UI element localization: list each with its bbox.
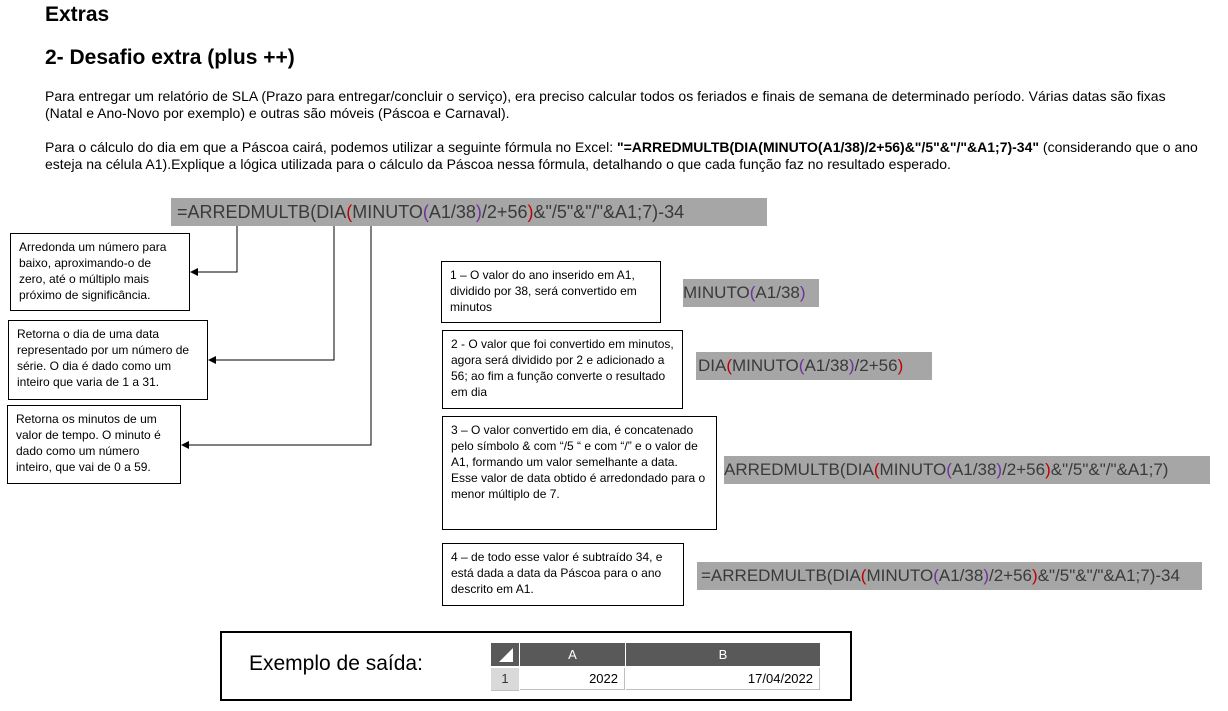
step-2-formula: DIA(MINUTO(A1/38)/2+56) [696,352,932,380]
step-4-box: 4 – de todo esse valor é subtraído 34, e… [442,543,684,606]
arred-description-box: Arredonda um número para baixo, aproxima… [10,233,190,311]
corner-triangle-icon [499,648,513,662]
cell-a1[interactable]: 2022 [520,668,625,690]
formula-arg: A1/38 [951,460,997,479]
formula-paren: ) [848,356,855,375]
step-4-formula: =ARREDMULTB(DIA(MINUTO(A1/38)/2+56)&"/5"… [697,562,1202,590]
formula-paren: ) [897,356,904,375]
formula-concat: &"/5"&"/"&A1;7) [1050,460,1169,479]
formula-paren: ) [527,202,534,222]
formula-paren: ( [749,283,756,302]
select-all-corner[interactable] [491,643,519,666]
formula-concat: &"/5"&"/"&A1;7)-34 [1037,566,1180,585]
step-2-box: 2 - O valor que foi convertido em minuto… [442,330,683,409]
formula-dia: DIA [698,356,727,375]
formula-arred-dia: ARREDMULTB(DIA [724,460,874,479]
formula-paren: ) [799,283,806,302]
step-3-box: 3 – O valor convertido em dia, é concate… [442,416,717,530]
formula-div-add: /2+56 [1002,460,1046,479]
formula-paren: ( [422,202,429,222]
formula-arg: A1/38 [938,566,984,585]
formula-paren: ) [983,566,989,585]
formula-paren: ) [996,460,1003,479]
formula-paren: ) [475,202,482,222]
cell-b1[interactable]: 17/04/2022 [626,668,820,690]
formula-paren: ( [873,460,880,479]
paragraph-question-formula: "=ARREDMULTB(DIA(MINUTO(A1/38)/2+56)&"/5… [616,139,1040,155]
formula-arred: =ARREDMULTB( [177,202,317,222]
paragraph-question-end: (considerando que o ano esteja na célula… [45,139,1198,172]
formula-paren: ) [1045,460,1051,479]
formula-paren: ( [726,356,733,375]
formula-minuto: MINUTO [866,566,934,585]
heading-challenge: 2- Desafio extra (plus ++) [45,46,295,69]
paragraph-question: Para o cálculo do dia em que a Páscoa ca… [45,139,1205,173]
main-formula-bar: =ARREDMULTB(DIA(MINUTO(A1/38)/2+56)&"/5"… [171,198,767,226]
example-spreadsheet: A B 1 2022 17/04/2022 [491,643,829,691]
formula-paren: ( [946,460,952,479]
column-header-b[interactable]: B [626,643,820,666]
minuto-description-box: Retorna os minutos de um valor de tempo.… [7,405,181,484]
heading-extras: Extras [45,3,110,26]
formula-paren: ) [1032,566,1038,585]
formula-paren: ( [860,566,867,585]
row-header-1[interactable]: 1 [491,668,519,691]
formula-minuto: MINUTO [683,283,750,302]
formula-div-add: /2+56 [989,566,1033,585]
formula-minuto: MINUTO [352,202,423,222]
formula-arred-dia: =ARREDMULTB(DIA [701,566,861,585]
paragraph-question-start: Para o cálculo do dia em que a Páscoa ca… [45,139,617,155]
formula-arg: A1/38 [755,283,800,302]
formula-paren: ( [933,566,939,585]
step-1-box: 1 – O valor do ano inserido em A1, divid… [441,261,661,323]
formula-paren: ( [346,202,353,222]
formula-minuto: MINUTO [879,460,947,479]
example-label: Exemplo de saída: [249,652,423,675]
step-3-formula: ARREDMULTB(DIA(MINUTO(A1/38)/2+56)&"/5"&… [724,456,1210,484]
column-header-a[interactable]: A [520,643,625,666]
formula-paren: ( [798,356,805,375]
example-output-box [220,631,852,701]
paragraph-intro: Para entregar um relatório de SLA (Prazo… [45,88,1166,121]
formula-div-add: /2+56 [854,356,898,375]
dia-description-box: Retorna o dia de uma data representado p… [8,320,208,400]
step-3-text-b: Esse valor de data obtido é arredondado … [451,471,706,501]
formula-div-add: /2+56 [481,202,528,222]
formula-arg: A1/38 [804,356,849,375]
formula-arg: A1/38 [428,202,476,222]
formula-concat: &"/5"&"/"&A1;7)-34 [533,202,685,222]
step-3-text-a: 3 – O valor convertido em dia, é concate… [451,423,698,469]
formula-minuto: MINUTO [732,356,799,375]
formula-dia: DIA [316,202,347,222]
step-1-formula: MINUTO(A1/38) [683,279,819,307]
